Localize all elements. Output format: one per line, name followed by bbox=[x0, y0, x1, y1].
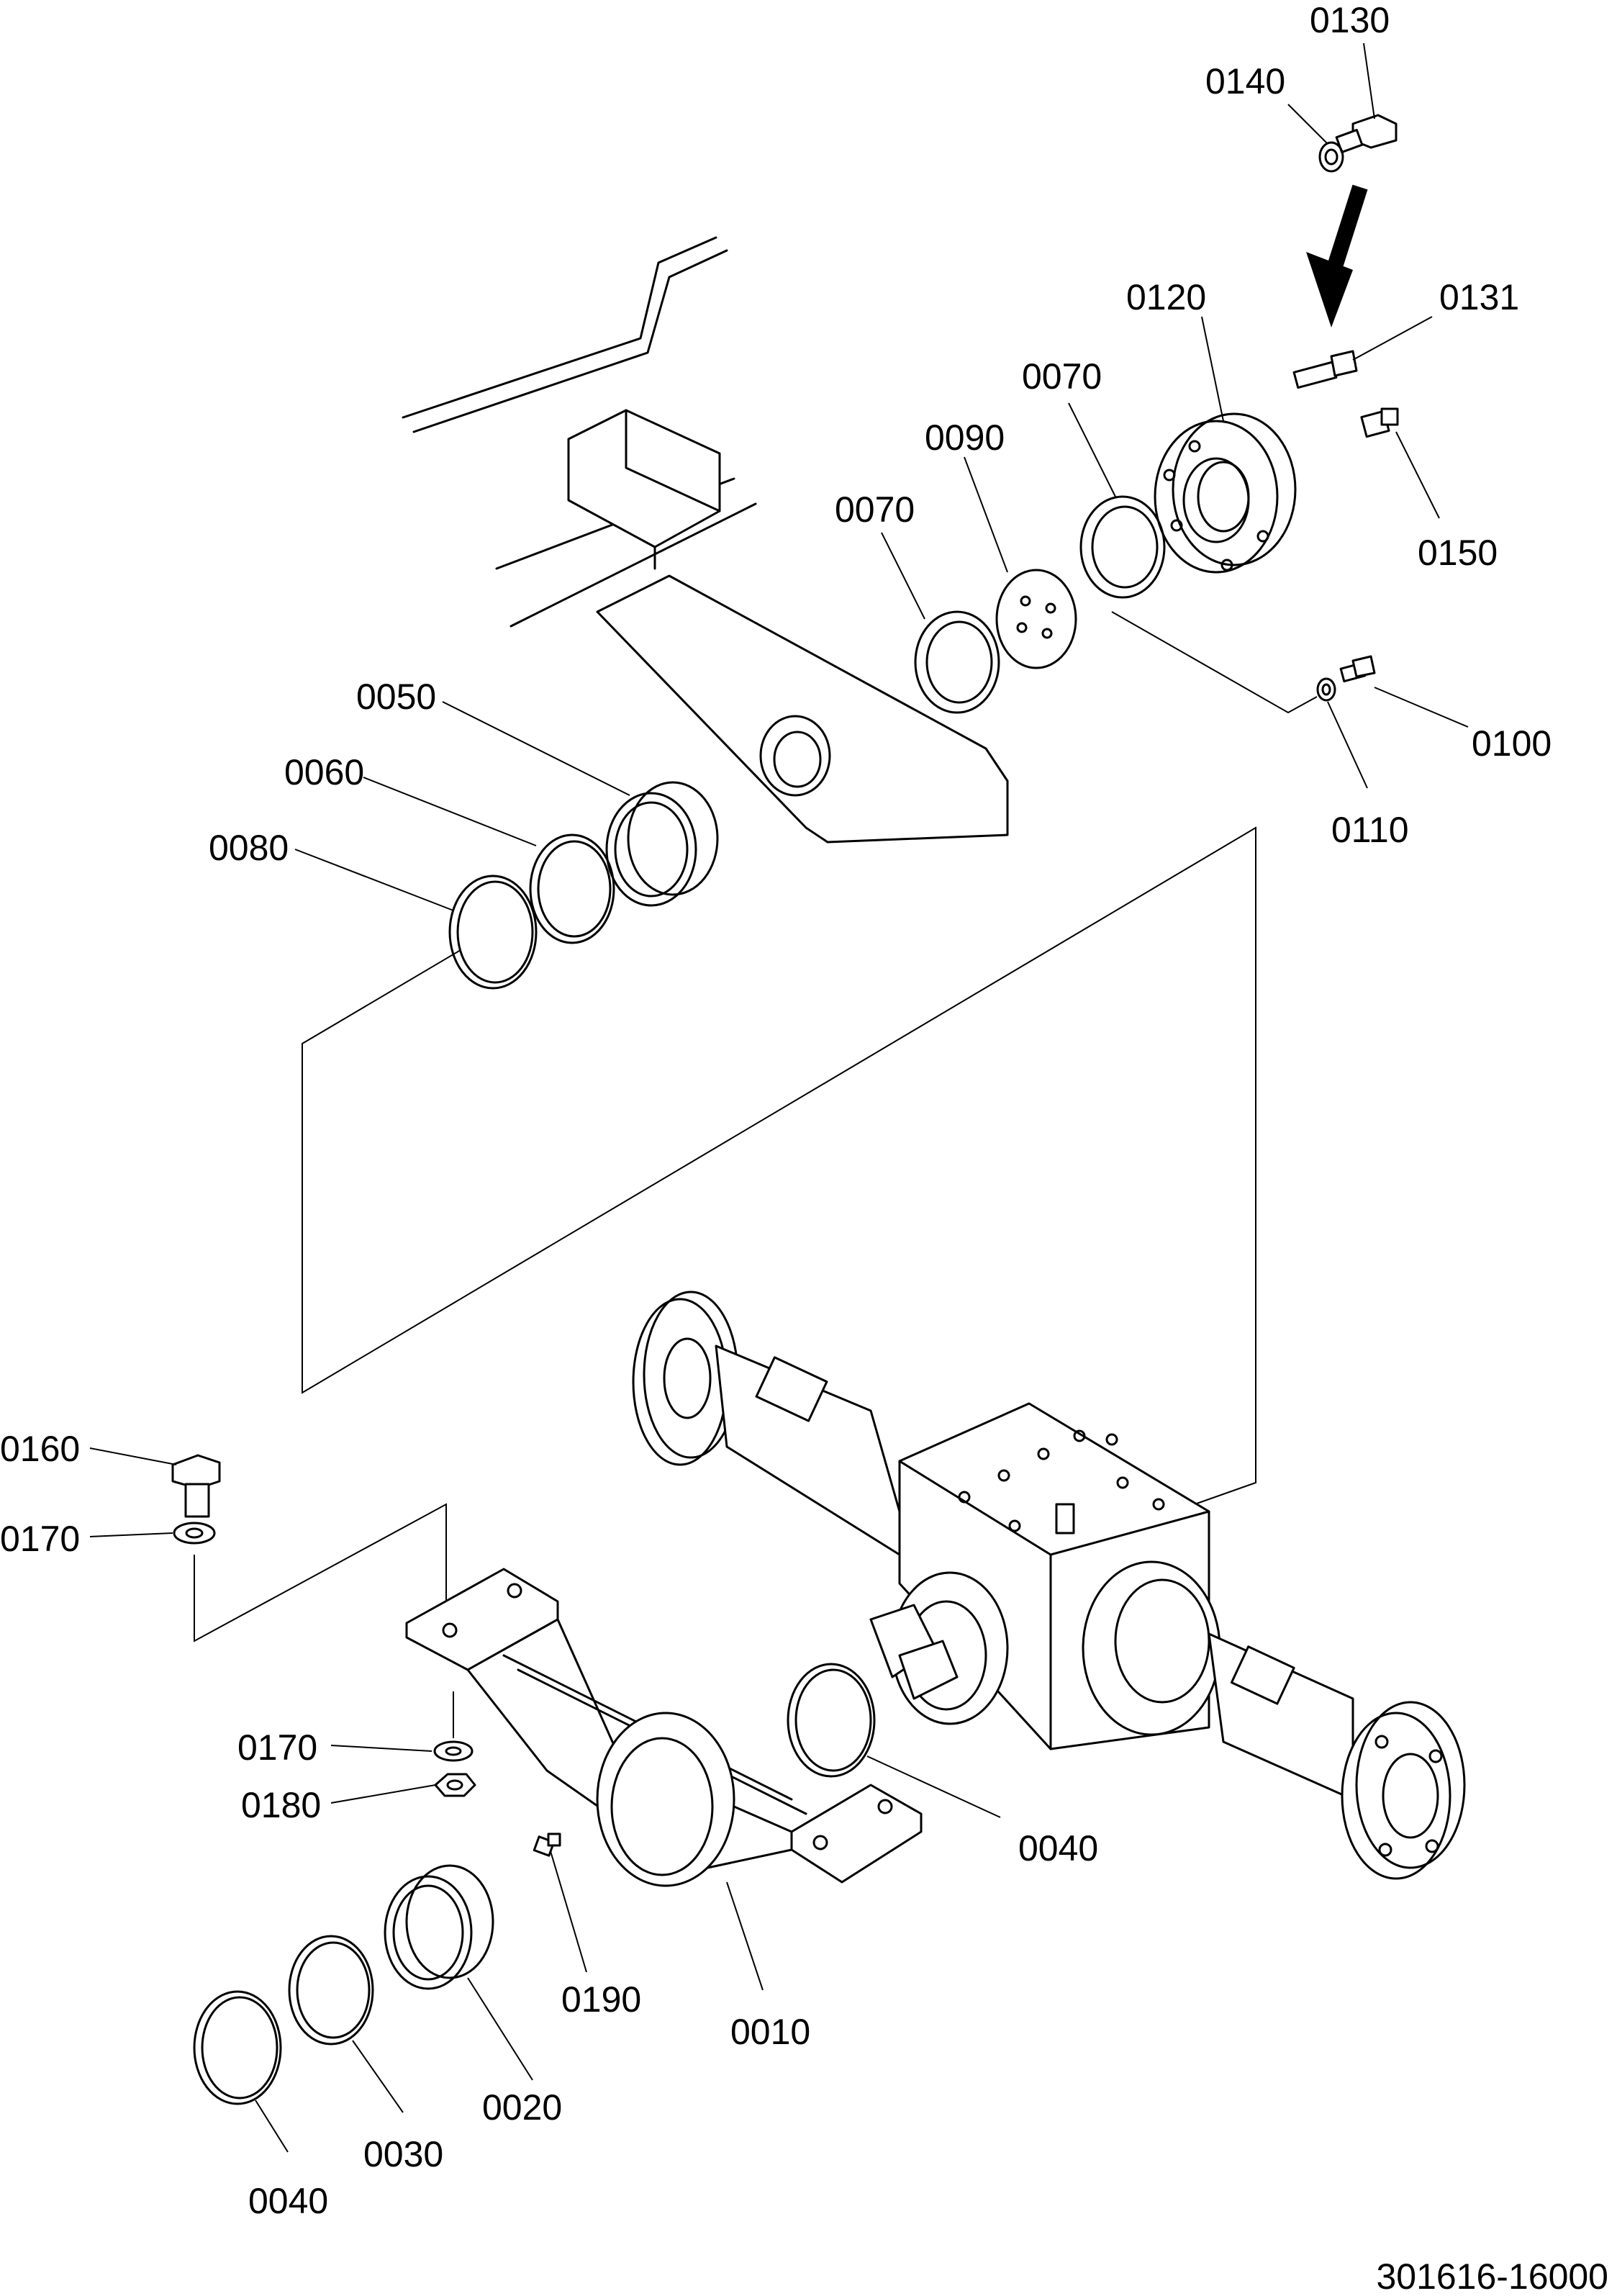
label-0190: 0190 bbox=[561, 1979, 641, 2020]
bolt-0130 bbox=[1335, 114, 1398, 153]
shim-0070-left bbox=[914, 610, 1000, 714]
ring-0030 bbox=[288, 1935, 374, 2046]
axle-assembly bbox=[632, 1291, 1466, 1880]
label-0050: 0050 bbox=[356, 677, 436, 717]
washer-0110 bbox=[1316, 677, 1336, 702]
label-0150: 0150 bbox=[1418, 533, 1498, 573]
washer-0170-bottom bbox=[433, 1740, 474, 1762]
label-0060: 0060 bbox=[284, 752, 364, 792]
plate-0090 bbox=[995, 569, 1077, 669]
label-0080: 0080 bbox=[209, 828, 289, 868]
washer-0170-top bbox=[173, 1522, 216, 1545]
leader-lines bbox=[89, 42, 1469, 2153]
label-0120: 0120 bbox=[1126, 277, 1206, 317]
fitting-0131 bbox=[1292, 350, 1358, 389]
guide-line-plate-to-bolt bbox=[1111, 611, 1318, 714]
frame-bracket bbox=[402, 236, 1009, 844]
label-0160: 0160 bbox=[0, 1429, 80, 1469]
grease-nipple-0190 bbox=[533, 1832, 561, 1857]
shim-0070-right bbox=[1079, 495, 1166, 599]
o-ring-0040-left bbox=[193, 1990, 282, 2105]
label-0131: 0131 bbox=[1439, 277, 1519, 317]
nut-0180 bbox=[434, 1773, 476, 1797]
washer-0140 bbox=[1318, 141, 1344, 173]
assembly-direction-arrow bbox=[1306, 184, 1368, 327]
label-0110: 0110 bbox=[1331, 810, 1409, 850]
label-0070-lower: 0070 bbox=[835, 489, 915, 530]
bushing-0050 bbox=[605, 781, 719, 907]
label-0010: 0010 bbox=[730, 2012, 810, 2052]
part-labels: 0130 0140 0120 0131 0070 0090 0070 0150 … bbox=[0, 0, 1552, 2221]
label-0170-lower: 0170 bbox=[237, 1727, 317, 1768]
label-0090: 0090 bbox=[925, 417, 1005, 458]
label-0170-upper: 0170 bbox=[0, 1519, 80, 1559]
label-0040-left: 0040 bbox=[248, 2181, 328, 2221]
label-0180: 0180 bbox=[241, 1785, 321, 1825]
guide-line-bolt-0160 bbox=[194, 1503, 447, 1655]
label-0140: 0140 bbox=[1205, 61, 1285, 101]
ring-0060 bbox=[529, 833, 615, 944]
o-ring-0080 bbox=[448, 874, 538, 990]
label-0130: 0130 bbox=[1310, 0, 1390, 40]
flange-0120 bbox=[1154, 412, 1297, 574]
bushing-0020 bbox=[384, 1864, 494, 1990]
bolt-0100 bbox=[1339, 655, 1376, 683]
label-0030: 0030 bbox=[363, 2134, 443, 2174]
grease-nipple-0150 bbox=[1360, 407, 1399, 438]
label-0070-upper: 0070 bbox=[1022, 356, 1102, 397]
o-ring-0040-right bbox=[787, 1663, 876, 1778]
bolt-0160 bbox=[171, 1454, 221, 1518]
support-bracket-0010 bbox=[405, 1568, 923, 1887]
drawing-number: 301616-16000 bbox=[1376, 2256, 1608, 2296]
label-0100: 0100 bbox=[1472, 723, 1552, 764]
label-0040-right: 0040 bbox=[1018, 1828, 1098, 1868]
label-0020: 0020 bbox=[482, 2087, 562, 2128]
guide-line-assembly bbox=[302, 826, 1256, 1505]
